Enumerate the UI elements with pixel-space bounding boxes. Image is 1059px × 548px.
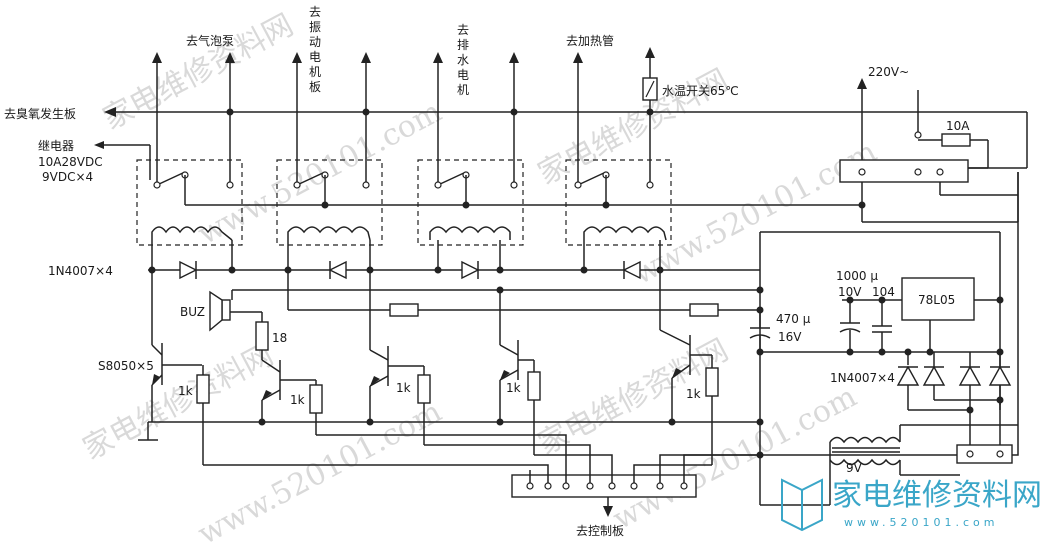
label-buzzer: BUZ: [180, 305, 205, 319]
label-r1k-2: 1k: [290, 393, 305, 407]
label-diodes: 1N4007×4: [48, 264, 113, 278]
control-connector: [203, 172, 1019, 517]
power-section: [749, 78, 1019, 506]
label-r18: 18: [272, 331, 287, 345]
buzzer: [209, 290, 269, 360]
freewheel-diodes: [148, 260, 760, 280]
label-cap-16v: 16V: [778, 330, 802, 344]
label-control-board: 去控制板: [576, 524, 624, 538]
label-r1k-5: 1k: [686, 387, 701, 401]
label-r1k-4: 1k: [506, 381, 521, 395]
labels: 去臭氧发生板 继电器 10A28VDC 9VDC×4 去气泡泵 去 振 动 电 …: [4, 5, 970, 538]
label-ozone-board: 去臭氧发生板: [4, 106, 76, 121]
thermo-switch: [642, 77, 658, 101]
logo-title: 家电维修资料网: [832, 478, 1042, 513]
watermark-url: www.520101.com: [192, 394, 447, 548]
label-relay: 继电器: [38, 139, 74, 153]
watermark-text: 家电维修资料网: [532, 333, 734, 462]
logo-url: www.520101.com: [844, 516, 998, 529]
label-relay-coil: 9VDC×4: [42, 170, 93, 184]
output-bus: [94, 107, 1028, 180]
driver-transistors: [151, 270, 719, 465]
label-cap-1000u: 1000 μ: [836, 269, 878, 283]
label-r1k-3: 1k: [396, 381, 411, 395]
label-vibration-motor: 去 振 动 电 机 板: [309, 5, 325, 94]
relay-coils: [151, 226, 667, 270]
output-arrows: [152, 47, 655, 185]
bus-junctions: [226, 108, 654, 116]
label-relay-rating: 10A28VDC: [38, 155, 103, 169]
site-logo: 家电维修资料网 www.520101.com: [781, 478, 1042, 532]
label-transformer: 9V: [846, 461, 863, 475]
label-heater: 去加热管: [566, 33, 614, 48]
label-transistors: S8050×5: [98, 359, 154, 373]
label-bubble-pump: 去气泡泵: [186, 33, 234, 48]
label-r1k-1: 1k: [178, 384, 193, 398]
relay-contacts: [153, 171, 654, 189]
label-cap-470u: 470 μ: [776, 312, 811, 326]
label-bridge: 1N4007×4: [830, 371, 895, 385]
label-cap-104: 104: [872, 285, 895, 299]
label-fuse: 10A: [946, 119, 970, 133]
watermark-layer: 家电维修资料网 www.520101.com 家电维修资料网 www.52010…: [77, 8, 882, 548]
watermark-text: 家电维修资料网: [77, 338, 279, 467]
watermark-text: 家电维修资料网: [532, 63, 734, 192]
label-mains: 220V~: [868, 65, 909, 79]
label-thermo-switch: 水温开关65℃: [662, 84, 739, 98]
label-drain-motor: 去 排 水 电 机: [457, 23, 473, 97]
label-cap-10v: 10V: [838, 285, 862, 299]
relay-bank: [136, 159, 866, 270]
label-regulator: 78L05: [918, 293, 955, 307]
watermark-text: 家电维修资料网: [97, 8, 299, 137]
ground-rail: [138, 418, 764, 441]
